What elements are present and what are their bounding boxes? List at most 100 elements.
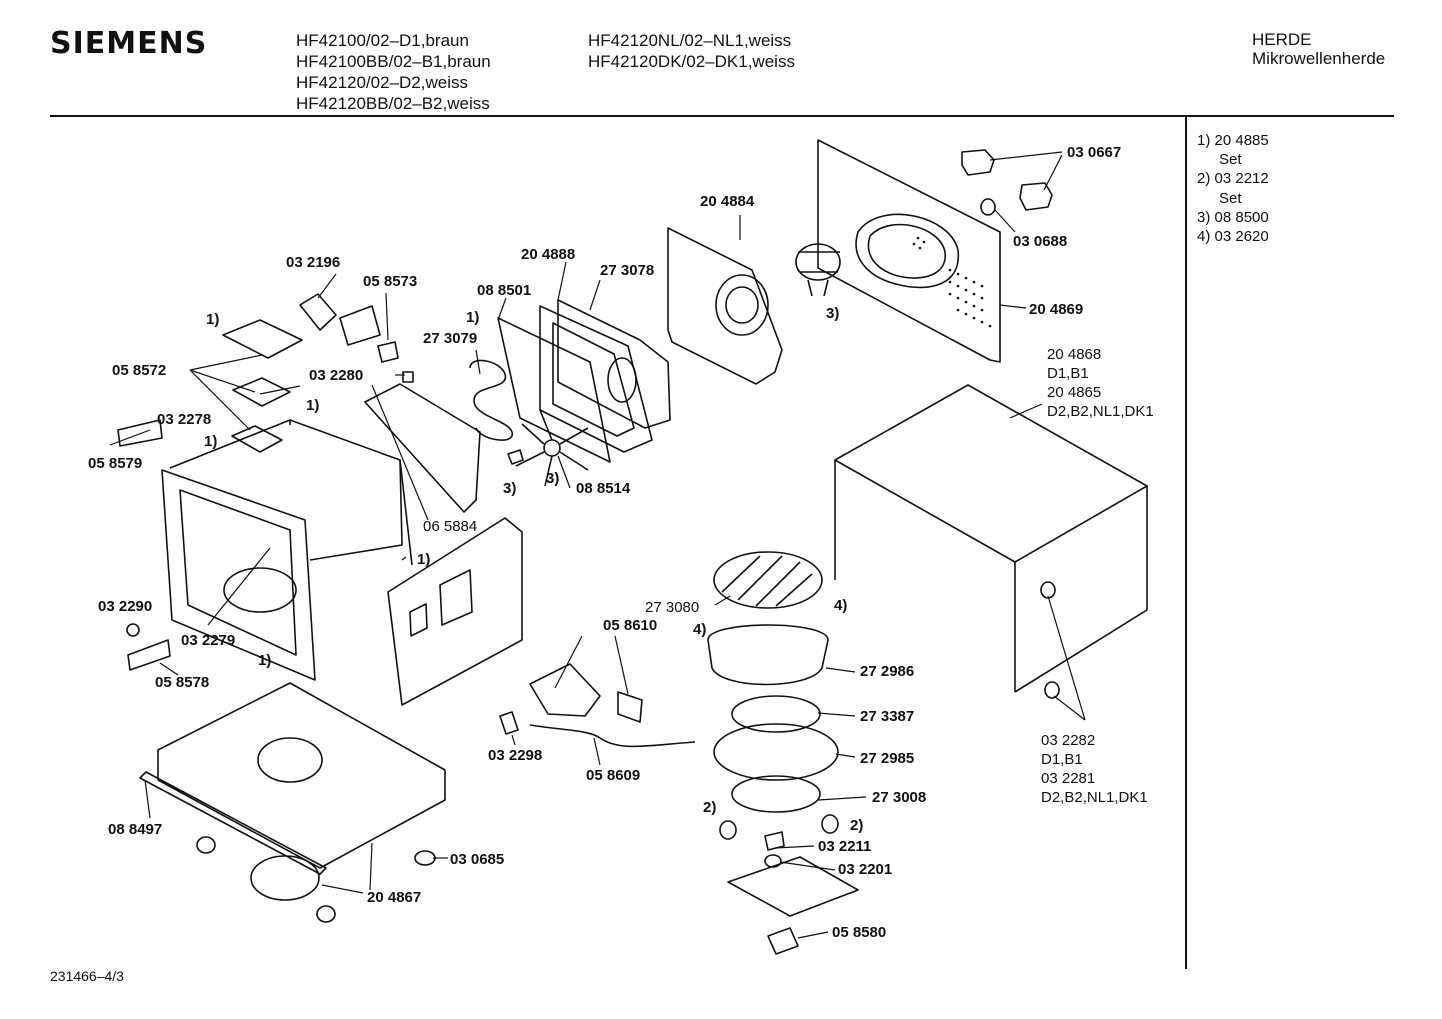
callout-label: 03 2279 bbox=[181, 632, 235, 649]
housing-label-line: D1,B1 bbox=[1047, 365, 1089, 382]
ref-mark: 3) bbox=[546, 470, 559, 487]
callout-label: 06 5884 bbox=[423, 518, 477, 535]
model-item: HF42120/02–D2,weiss bbox=[296, 73, 468, 92]
callout-label: 03 0688 bbox=[1013, 233, 1067, 250]
callout-label: 05 8579 bbox=[88, 455, 142, 472]
callout-label: 05 8610 bbox=[603, 617, 657, 634]
lamp-holder bbox=[299, 293, 399, 363]
side-control-plate bbox=[387, 517, 523, 706]
callout-label: 03 0667 bbox=[1067, 144, 1121, 161]
ref-mark: 2) bbox=[850, 817, 863, 834]
model-list-1: HF42100/02–D1,braun HF42100BB/02–B1,brau… bbox=[296, 30, 491, 114]
foot-part bbox=[196, 836, 216, 854]
ref-mark: 1) bbox=[258, 652, 271, 669]
callout-label: 05 8580 bbox=[832, 924, 886, 941]
ref-mark: 4) bbox=[834, 597, 847, 614]
bracket-part bbox=[117, 419, 163, 447]
callout-label: 27 3078 bbox=[600, 262, 654, 279]
category-line: Mikrowellenherde bbox=[1252, 49, 1386, 68]
roller-ring bbox=[731, 695, 821, 733]
callout-label: 03 2196 bbox=[286, 254, 340, 271]
foot-part bbox=[316, 905, 336, 923]
callout-label: 20 4869 bbox=[1029, 301, 1083, 318]
turntable-plate bbox=[713, 723, 839, 781]
insulation-panel bbox=[557, 299, 671, 429]
outer-housing bbox=[834, 384, 1148, 693]
category-line: HERDE bbox=[1252, 30, 1312, 49]
callout-label: 27 3080 bbox=[645, 599, 699, 616]
callout-label: 03 2298 bbox=[488, 747, 542, 764]
filter-part bbox=[250, 855, 320, 901]
roller-part bbox=[719, 820, 737, 840]
bracket-part bbox=[127, 639, 171, 671]
footnote-list: 1) 20 4885 Set 2) 03 2212 Set 3) 08 8500… bbox=[1197, 131, 1269, 246]
ref-mark: 3) bbox=[503, 480, 516, 497]
callout-label: 05 8578 bbox=[155, 674, 209, 691]
connector-part bbox=[1019, 182, 1053, 211]
grommet-part bbox=[126, 623, 140, 637]
callout-label: 05 8609 bbox=[586, 767, 640, 784]
screw-part bbox=[402, 371, 414, 383]
grill-rack bbox=[713, 551, 823, 609]
footnote-row: 4) 03 2620 bbox=[1197, 228, 1269, 246]
heater-cover-panel bbox=[667, 227, 783, 385]
oven-cavity bbox=[169, 419, 413, 566]
motor-part bbox=[795, 243, 841, 297]
foot-label-line: D2,B2,NL1,DK1 bbox=[1041, 789, 1148, 806]
turntable-motor bbox=[767, 927, 799, 955]
notes-divider bbox=[1185, 117, 1187, 969]
footnote-row: 1) 20 4885 bbox=[1197, 132, 1269, 149]
model-list-2: HF42120NL/02–NL1,weiss HF42120DK/02–DK1,… bbox=[588, 30, 795, 72]
housing-label-line: 20 4865 bbox=[1047, 384, 1101, 401]
housing-foot bbox=[1044, 681, 1060, 699]
switch-assembly bbox=[529, 663, 601, 717]
grommet-part bbox=[980, 198, 996, 216]
callout-label: 05 8572 bbox=[112, 362, 166, 379]
baking-dish bbox=[707, 624, 829, 686]
callout-label: 03 2278 bbox=[157, 411, 211, 428]
model-item: HF42120DK/02–DK1,weiss bbox=[588, 52, 795, 71]
callout-label: 03 2201 bbox=[838, 861, 892, 878]
callout-label: 03 0685 bbox=[450, 851, 504, 868]
heating-element bbox=[469, 359, 513, 441]
ref-mark: 1) bbox=[466, 309, 479, 326]
model-item: HF42100BB/02–B1,braun bbox=[296, 52, 491, 71]
ref-mark: 1) bbox=[204, 433, 217, 450]
brand-logo: SIEMENS bbox=[50, 26, 208, 61]
callout-label: 27 3008 bbox=[872, 789, 926, 806]
callout-label: 20 4884 bbox=[700, 193, 755, 210]
sensor-part bbox=[499, 711, 519, 735]
foot-part bbox=[414, 850, 436, 866]
foot-label-line: 03 2282 bbox=[1041, 732, 1095, 749]
seal-part bbox=[232, 377, 291, 407]
model-item: HF42120NL/02–NL1,weiss bbox=[588, 31, 792, 50]
housing-foot bbox=[1040, 581, 1056, 599]
waveguide-cover bbox=[364, 383, 481, 513]
seal-part bbox=[231, 425, 283, 453]
fan-part bbox=[515, 409, 589, 487]
model-item: HF42120BB/02–B2,weiss bbox=[296, 94, 490, 113]
callout-label: 08 8497 bbox=[108, 821, 162, 838]
callout-label: 27 3079 bbox=[423, 330, 477, 347]
support-ring bbox=[731, 775, 821, 813]
housing-label-line: 20 4868 bbox=[1047, 346, 1101, 363]
callout-label: 08 8501 bbox=[477, 282, 531, 299]
callout-label: 03 2290 bbox=[98, 598, 152, 615]
ref-mark: 2) bbox=[703, 799, 716, 816]
callout-label: 20 4867 bbox=[367, 889, 421, 906]
ref-mark: 1) bbox=[417, 551, 430, 568]
heater-frame bbox=[539, 305, 653, 453]
ref-mark: 1) bbox=[306, 397, 319, 414]
model-item: HF42100/02–D1,braun bbox=[296, 31, 469, 50]
seal-part bbox=[222, 319, 303, 359]
front-frame bbox=[161, 469, 316, 681]
rear-panel bbox=[817, 139, 1001, 363]
housing-label-line: D2,B2,NL1,DK1 bbox=[1047, 403, 1154, 420]
footnote-sub: Set bbox=[1219, 189, 1242, 207]
gasket bbox=[497, 317, 611, 463]
callout-label: 20 4888 bbox=[521, 246, 575, 263]
switch-lever bbox=[617, 691, 643, 723]
callout-label: 27 2986 bbox=[860, 663, 914, 680]
coupler-part bbox=[764, 831, 785, 851]
